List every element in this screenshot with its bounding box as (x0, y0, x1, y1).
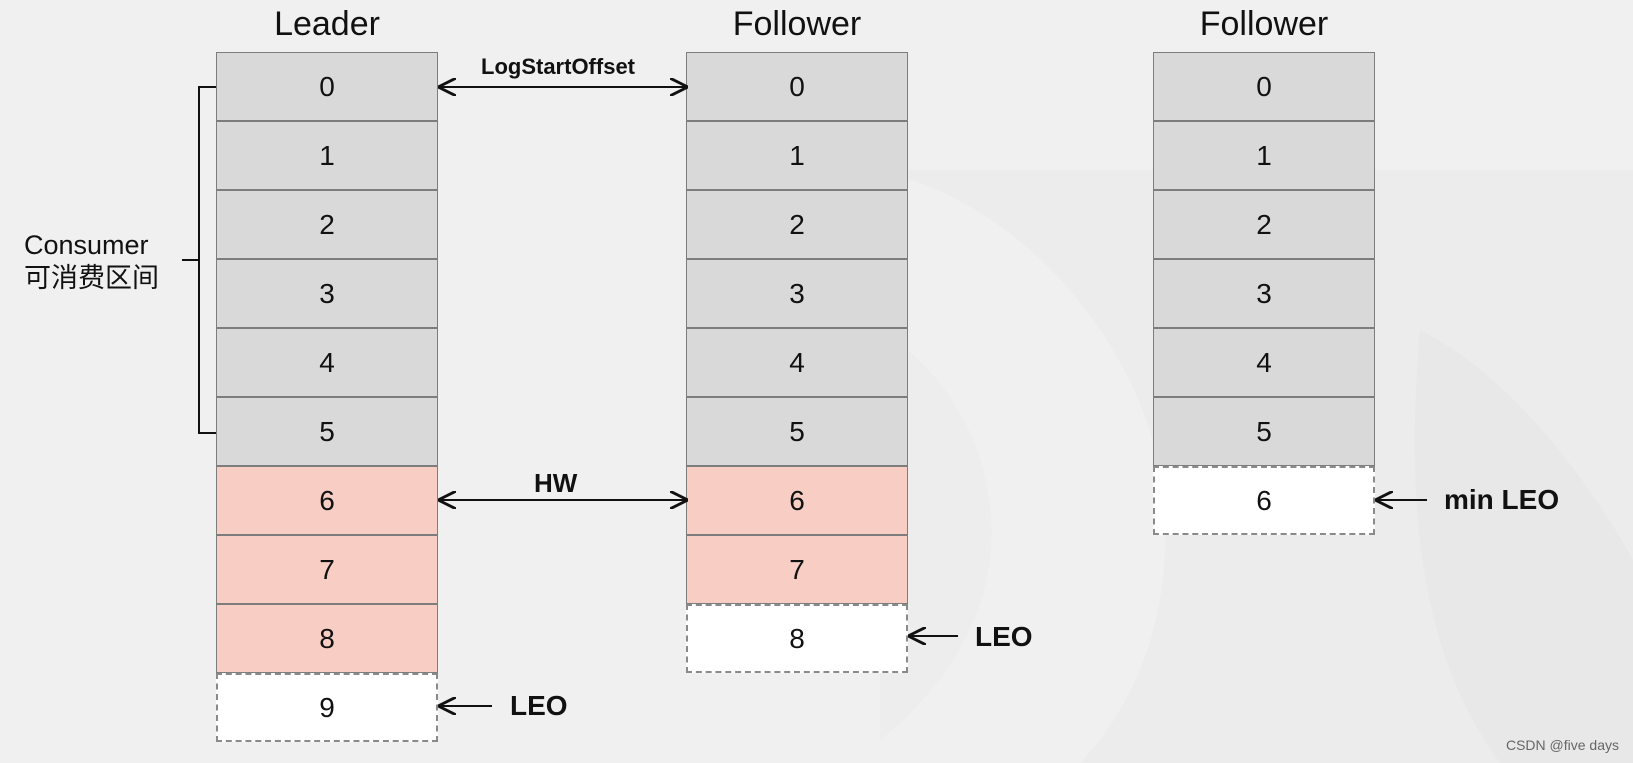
follower-1-offset-cell: 4 (686, 328, 908, 397)
leader-offset-cell: 6 (216, 466, 438, 535)
follower-1-title: Follower (732, 5, 862, 43)
consumer-label-line1: Consumer (24, 230, 149, 260)
follower-2-offset-cell: 1 (1153, 121, 1375, 190)
follower-2-offset-cell: 6 (1153, 466, 1375, 535)
leader-offset-cell: 2 (216, 190, 438, 259)
follower-1-offset-cell: 3 (686, 259, 908, 328)
leader-offset-cell: 8 (216, 604, 438, 673)
leader-offset-cell: 7 (216, 535, 438, 604)
leader-offset-cell: 3 (216, 259, 438, 328)
follower-leo-label: LEO (975, 621, 1033, 652)
follower-1-offset-cell: 6 (686, 466, 908, 535)
follower-1-offset-cell: 7 (686, 535, 908, 604)
leader-offset-cell: 0 (216, 52, 438, 121)
watermark: CSDN @five days (1505, 737, 1619, 753)
log-start-offset-label: LogStartOffset (481, 54, 635, 79)
follower-1-offset-cell: 5 (686, 397, 908, 466)
min-leo-label: min LEO (1444, 484, 1560, 515)
follower-2-offset-cell: 4 (1153, 328, 1375, 397)
follower-2-offset-cell: 0 (1153, 52, 1375, 121)
follower-1-offset-cell: 1 (686, 121, 908, 190)
follower-2-offset-cell: 2 (1153, 190, 1375, 259)
follower-1-offset-cell: 2 (686, 190, 908, 259)
consumer-range-label: Consumer 可消费区间 (24, 229, 159, 295)
leader-offset-cell: 1 (216, 121, 438, 190)
hw-label: HW (534, 468, 578, 498)
leader-offset-cell: 4 (216, 328, 438, 397)
follower-1-offset-cell: 0 (686, 52, 908, 121)
follower-1-offset-cell: 8 (686, 604, 908, 673)
leader-title: Leader (274, 5, 380, 43)
follower-2-title: Follower (1199, 5, 1329, 43)
consumer-label-line2: 可消费区间 (24, 263, 159, 293)
follower-2-offset-cell: 3 (1153, 259, 1375, 328)
follower-2-offset-cell: 5 (1153, 397, 1375, 466)
leader-leo-label: LEO (510, 690, 568, 721)
leader-offset-cell: 9 (216, 673, 438, 742)
leader-offset-cell: 5 (216, 397, 438, 466)
